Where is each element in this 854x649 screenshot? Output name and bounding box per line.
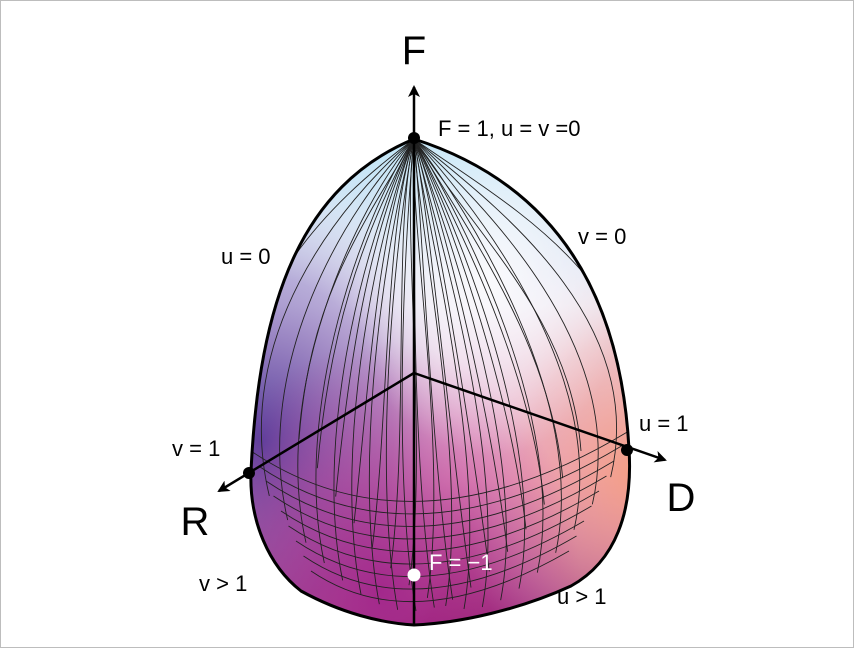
v-zero-label: v = 0 [578, 224, 626, 249]
grid-line-u [413, 139, 472, 588]
bottom-point [407, 568, 421, 582]
grid-line-lower [265, 460, 615, 527]
grid-line-u [315, 139, 415, 564]
grid-line-v [335, 139, 415, 497]
grid-line-u [385, 139, 415, 610]
top-point [408, 132, 420, 144]
v-gt-one-label: v > 1 [199, 571, 247, 596]
grid-line-u [413, 139, 527, 530]
grid-line-u [413, 139, 509, 552]
grid-line-v [316, 139, 415, 469]
r-axis-label: R [181, 500, 210, 544]
u-one-point [621, 444, 633, 456]
grid-line-u [368, 139, 415, 605]
grid-line-v [413, 139, 489, 608]
grid-line-u [413, 139, 545, 505]
grid-line-v [413, 139, 526, 589]
surface-outline [249, 137, 632, 627]
grid-line-lower [258, 445, 622, 515]
grid-line-lower [288, 505, 592, 565]
u-zero-label: u = 0 [221, 244, 271, 269]
bottom-point-label: F = −1 [429, 550, 493, 575]
grid-line-u [413, 139, 564, 479]
u-one-label: u = 1 [639, 411, 689, 436]
grid-line-v [390, 139, 415, 569]
surface-grid-lines [250, 139, 630, 612]
grid-line-v [413, 139, 599, 505]
grid-line-lower [303, 535, 577, 590]
v-one-point [243, 467, 255, 479]
grid-line-v [371, 139, 415, 548]
f-axis-label: F [402, 29, 426, 73]
grid-line-lower [250, 430, 630, 502]
grid-line-v [413, 139, 630, 450]
grid-line-u [351, 139, 415, 595]
grid-line-u [279, 139, 415, 521]
top-point-label: F = 1, u = v =0 [438, 116, 580, 141]
grid-line-v [413, 139, 453, 607]
grid-line-v [413, 139, 581, 530]
grid-line-lower [273, 475, 607, 540]
grid-line-u [333, 139, 415, 581]
grid-line-v [413, 139, 617, 478]
u-gt-one-label: u > 1 [557, 584, 607, 609]
grid-line-lower [310, 550, 570, 602]
grid-line-v [298, 139, 415, 440]
grid-line-u [413, 139, 490, 572]
d-axis-label: D [667, 476, 696, 520]
grid-line-v [353, 139, 415, 524]
v-one-label: v = 1 [172, 436, 220, 461]
grid-line-lower [295, 520, 585, 578]
grid-line-v [413, 139, 544, 573]
grid-line-u [260, 139, 415, 497]
grid-line-v [413, 139, 562, 553]
grid-line-lower [280, 490, 600, 552]
